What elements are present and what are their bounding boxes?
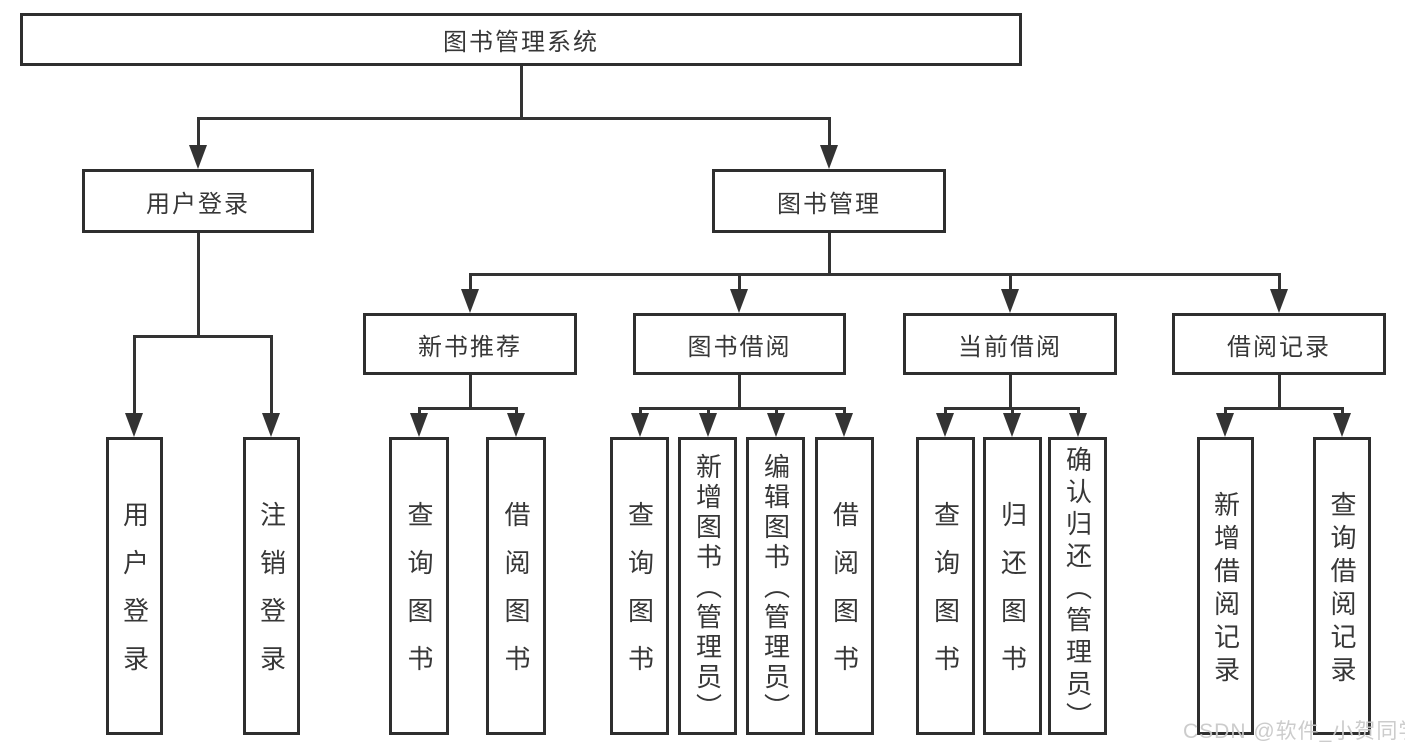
connector-line: [738, 375, 741, 410]
leaf-label: 新增图书（管理员）: [692, 453, 723, 723]
arrow-down-icon: [730, 289, 748, 313]
node-root: 图书管理系统: [20, 13, 1022, 66]
arrow-down-icon: [936, 413, 954, 437]
leaf-label: 新增借阅记录: [1210, 490, 1241, 689]
node-leaf-user-login: 用户登录: [106, 437, 163, 735]
leaf-label: 编辑图书（管理员）: [760, 453, 791, 723]
node-leaf-borrow-books-1: 借阅图书: [486, 437, 546, 735]
arrow-down-icon: [262, 413, 280, 437]
leaf-label: 查询图书: [404, 501, 434, 693]
connector-line: [1278, 273, 1281, 293]
node-book-borrow: 图书借阅: [633, 313, 846, 375]
connector-line: [418, 407, 421, 416]
connector-line: [1224, 407, 1227, 416]
arrow-down-icon: [1216, 413, 1234, 437]
connector-line: [1009, 273, 1012, 293]
connector-line: [133, 335, 273, 338]
connector-line: [520, 66, 523, 119]
arrow-down-icon: [1270, 289, 1288, 313]
leaf-label: 归还图书: [997, 501, 1028, 693]
connector-line: [133, 335, 136, 415]
connector-line: [828, 233, 831, 276]
connector-line: [197, 233, 200, 338]
connector-line: [469, 273, 1281, 276]
connector-line: [944, 407, 947, 416]
leaf-label: 查询图书: [930, 501, 961, 693]
arrow-down-icon: [410, 413, 428, 437]
leaf-label: 借阅图书: [501, 501, 531, 693]
arrow-down-icon: [189, 145, 207, 169]
connector-line: [1011, 407, 1014, 416]
arrow-down-icon: [767, 413, 785, 437]
leaf-label: 查询图书: [624, 501, 655, 693]
node-leaf-add-book-admin: 新增图书（管理员）: [678, 437, 737, 735]
arrow-down-icon: [631, 413, 649, 437]
node-book-mgmt: 图书管理: [712, 169, 946, 233]
connector-line: [1341, 407, 1344, 416]
leaf-label: 确认归还（管理员）: [1062, 446, 1093, 734]
leaf-label: 查询借阅记录: [1327, 490, 1357, 689]
connector-line: [1077, 407, 1080, 416]
node-current-borrow-label: 当前借阅: [958, 333, 1062, 361]
arrow-down-icon: [1001, 289, 1019, 313]
csdn-watermark: CSDN @软件_小贺同学: [1183, 720, 1405, 743]
node-leaf-query-borrow-record: 查询借阅记录: [1313, 437, 1371, 735]
node-leaf-confirm-return-admin: 确认归还（管理员）: [1048, 437, 1107, 735]
connector-line: [469, 375, 472, 410]
node-leaf-borrow-books-2: 借阅图书: [815, 437, 874, 735]
node-borrow-records-label: 借阅记录: [1227, 333, 1331, 361]
connector-line: [469, 273, 472, 293]
arrow-down-icon: [1003, 413, 1021, 437]
node-user-login-label: 用户登录: [146, 190, 250, 218]
connector-line: [775, 407, 778, 416]
node-user-login: 用户登录: [82, 169, 314, 233]
connector-line: [1009, 375, 1012, 410]
node-leaf-return-book: 归还图书: [983, 437, 1042, 735]
arrow-down-icon: [835, 413, 853, 437]
connector-line: [1224, 407, 1343, 410]
connector-line: [515, 407, 518, 416]
leaf-label: 借阅图书: [829, 501, 860, 693]
connector-line: [639, 407, 846, 410]
connector-line: [639, 407, 642, 416]
node-leaf-edit-book-admin: 编辑图书（管理员）: [746, 437, 805, 735]
connector-line: [1278, 375, 1281, 410]
node-book-mgmt-label: 图书管理: [777, 190, 881, 218]
node-leaf-query-books-1: 查询图书: [389, 437, 449, 735]
node-borrow-records: 借阅记录: [1172, 313, 1386, 375]
node-root-label: 图书管理系统: [443, 29, 599, 56]
connector-line: [843, 407, 846, 416]
node-current-borrow: 当前借阅: [903, 313, 1117, 375]
arrow-down-icon: [461, 289, 479, 313]
leaf-label: 用户登录: [119, 501, 150, 693]
connector-line: [197, 117, 200, 148]
node-leaf-query-books-2: 查询图书: [610, 437, 669, 735]
connector-line: [738, 273, 741, 293]
connector-line: [197, 117, 831, 120]
connector-line: [828, 117, 831, 148]
node-leaf-logout: 注销登录: [243, 437, 300, 735]
arrow-down-icon: [820, 145, 838, 169]
connector-line: [418, 407, 517, 410]
node-new-book-rec: 新书推荐: [363, 313, 577, 375]
node-new-book-rec-label: 新书推荐: [418, 333, 522, 361]
arrow-down-icon: [1069, 413, 1087, 437]
arrow-down-icon: [699, 413, 717, 437]
arrow-down-icon: [1333, 413, 1351, 437]
arrow-down-icon: [125, 413, 143, 437]
connector-line: [707, 407, 710, 416]
arrow-down-icon: [507, 413, 525, 437]
node-leaf-add-borrow-record: 新增借阅记录: [1197, 437, 1254, 735]
connector-line: [270, 335, 273, 415]
node-leaf-query-books-3: 查询图书: [916, 437, 975, 735]
node-book-borrow-label: 图书借阅: [687, 333, 792, 361]
leaf-label: 注销登录: [256, 501, 287, 693]
